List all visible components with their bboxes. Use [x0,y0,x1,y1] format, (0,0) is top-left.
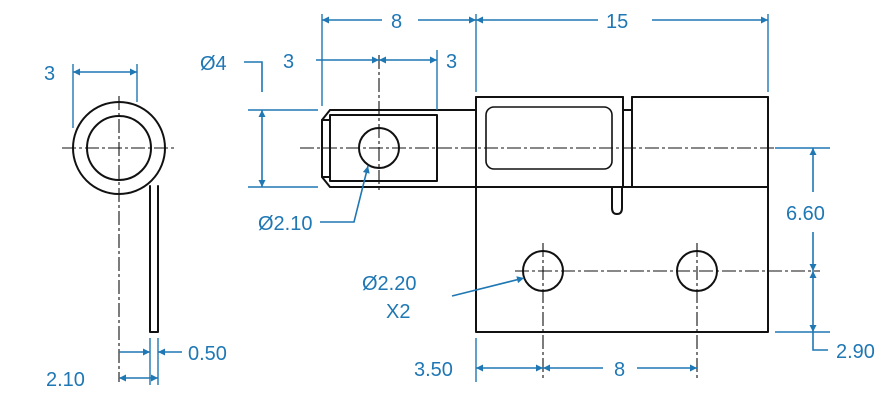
pin-body [321,109,477,188]
leader [244,61,263,92]
front-view: 8 15 3 3 Ø4 Ø2.10 Ø2.20 X2 6.60 2.90 [200,11,875,382]
dim-pin-right: 3 [446,51,457,73]
knuckle-right [631,96,769,188]
knuckle-left [475,96,624,188]
leader [320,165,370,223]
dim-hole-bottom: 2.90 [836,341,875,363]
dim-mount-hole-count: X2 [386,301,410,323]
dim-thickness: 0.50 [188,343,227,365]
knuckle-left-inner [485,106,613,170]
side-view: 3 0.50 2.10 [44,63,227,391]
dim-mount-hole: Ø2.20 [362,273,416,295]
dim-pin-diameter: Ø4 [200,53,227,75]
dim-hole-left: 3.50 [414,359,453,381]
leader [451,276,525,297]
dim-pin-hole: Ø2.10 [258,213,312,235]
dim-offset: 2.10 [46,369,85,391]
dim-side-width: 3 [44,63,55,85]
leader [812,332,828,351]
dim-hole-spacing: 8 [614,359,625,381]
leaf-slot [611,186,623,215]
dim-leaf-width: 15 [606,11,628,33]
dim-hole-height: 6.60 [786,203,825,225]
leaf-profile [149,185,159,333]
dim-pin-left: 3 [283,51,294,73]
dim-pin-length: 8 [391,11,402,33]
